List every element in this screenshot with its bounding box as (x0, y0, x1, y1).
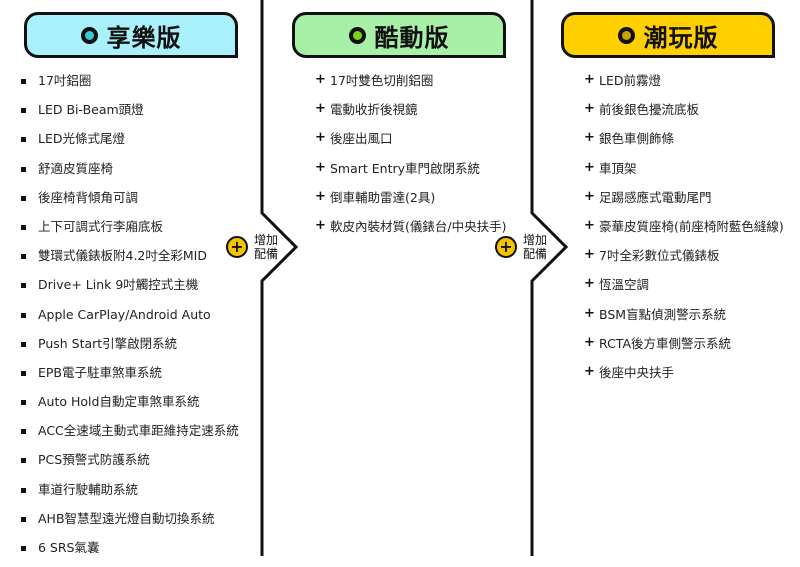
feature-list-trend: LED前霧燈 前後銀色擾流底板 銀色車側飾條 車頂架 足踢感應式電動尾門 豪華皮… (584, 71, 784, 392)
trim-title: 潮玩版 (643, 23, 719, 52)
list-item: 電動收折後視鏡 (315, 100, 506, 129)
plus-circle-icon: + (495, 236, 517, 258)
list-item: 豪華皮質座椅(前座椅附藍色縫線) (584, 217, 784, 246)
feature-list-sport: 17吋雙色切削鋁圈 電動收折後視鏡 後座出風口 Smart Entry車門啟閉系… (315, 71, 506, 246)
list-item: LED光條式尾燈 (21, 129, 239, 158)
add-equipment-label: 增加配備 (523, 233, 548, 261)
list-item: 後座出風口 (315, 129, 506, 158)
list-item: 車頂架 (584, 159, 784, 188)
list-item: 17吋鋁圈 (21, 71, 239, 100)
plus-circle-icon: + (226, 236, 248, 258)
list-item: BSM盲點偵測警示系統 (584, 305, 784, 334)
list-item: 銀色車側飾條 (584, 129, 784, 158)
list-item: 恆溫空調 (584, 275, 784, 304)
list-item: 17吋雙色切削鋁圈 (315, 71, 506, 100)
list-item: 7吋全彩數位式儀錶板 (584, 246, 784, 275)
add-equipment-badge-2: + 增加配備 (495, 233, 549, 261)
list-item: 車道行駛輔助系統 (21, 480, 239, 509)
feature-list-enjoy: 17吋鋁圈 LED Bi-Beam頭燈 LED光條式尾燈 舒適皮質座椅 後座椅背… (21, 71, 239, 567)
list-item: RCTA後方車側警示系統 (584, 334, 784, 363)
list-item: 雙環式儀錶板附4.2吋全彩MID (21, 246, 239, 275)
list-item: Apple CarPlay/Android Auto (21, 305, 239, 334)
trim-title: 享樂版 (106, 23, 182, 52)
list-item: 倒車輔助雷達(2具) (315, 188, 506, 217)
list-item: 6 SRS氣囊 (21, 538, 239, 567)
trim-header-trend: 潮玩版 (561, 12, 775, 58)
add-equipment-label: 增加配備 (254, 233, 279, 261)
add-equipment-badge-1: + 增加配備 (226, 233, 280, 261)
list-item: 後座椅背傾角可調 (21, 188, 239, 217)
list-item: 舒適皮質座椅 (21, 159, 239, 188)
trim-dot-icon (348, 26, 366, 44)
list-item: 足踢感應式電動尾門 (584, 188, 784, 217)
trim-title: 酷動版 (374, 23, 450, 52)
trim-header-enjoy: 享樂版 (24, 12, 238, 58)
list-item: 後座中央扶手 (584, 363, 784, 392)
list-item: Drive+ Link 9吋觸控式主機 (21, 275, 239, 304)
trim-header-sport: 酷動版 (292, 12, 506, 58)
list-item: LED Bi-Beam頭燈 (21, 100, 239, 129)
list-item: EPB電子駐車煞車系統 (21, 363, 239, 392)
trim-dot-icon (617, 26, 635, 44)
list-item: Auto Hold自動定車煞車系統 (21, 392, 239, 421)
list-item: AHB智慧型遠光燈自動切換系統 (21, 509, 239, 538)
list-item: 上下可調式行李廂底板 (21, 217, 239, 246)
list-item: ACC全速域主動式車距維持定速系統 (21, 421, 239, 450)
list-item: Push Start引擎啟閉系統 (21, 334, 239, 363)
trim-dot-icon (80, 26, 98, 44)
list-item: Smart Entry車門啟閉系統 (315, 159, 506, 188)
list-item: LED前霧燈 (584, 71, 784, 100)
divider-1 (260, 0, 299, 556)
list-item: PCS預警式防護系統 (21, 450, 239, 479)
divider-2 (530, 0, 569, 556)
list-item: 軟皮內裝材質(儀錶台/中央扶手) (315, 217, 506, 246)
list-item: 前後銀色擾流底板 (584, 100, 784, 129)
